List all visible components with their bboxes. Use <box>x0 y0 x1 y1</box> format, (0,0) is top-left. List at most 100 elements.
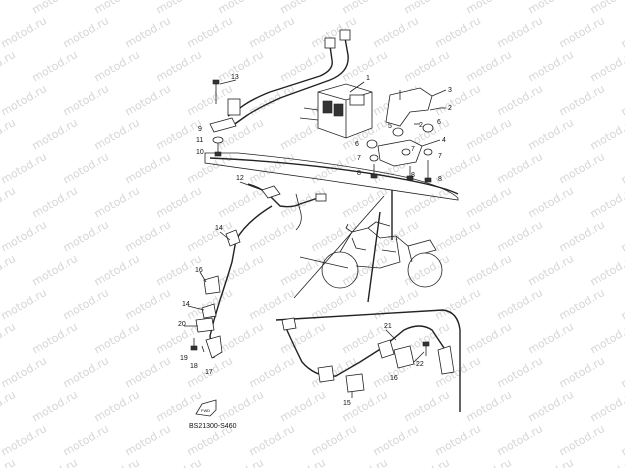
watermark-text: motod.ru <box>0 14 49 50</box>
watermark-text: motod.ru <box>216 388 266 424</box>
cable-guide-16-rear <box>393 345 415 369</box>
bolt-19-head <box>190 345 198 351</box>
callout-8-left: 8 <box>357 170 361 177</box>
watermark-text: motod.ru <box>278 388 328 424</box>
sensor-clip-12 <box>261 185 281 199</box>
callout-8-mid: 8 <box>411 172 415 179</box>
unit-mounting-bracket <box>385 87 433 127</box>
watermark-text: motod.ru <box>123 286 173 322</box>
callout-22: 22 <box>416 361 424 368</box>
watermark-text: motod.ru <box>0 388 18 424</box>
callout-21: 21 <box>384 323 392 330</box>
watermark-text: motod.ru <box>154 48 204 84</box>
bolt-8-left <box>370 173 378 179</box>
watermark-text: motod.ru <box>464 48 514 84</box>
brake-pipe-upper <box>227 45 333 117</box>
watermark-text: motod.ru <box>247 14 297 50</box>
watermark-text: motod.ru <box>402 0 452 17</box>
watermark-text: motod.ru <box>619 286 625 322</box>
watermark-text: motod.ru <box>619 82 625 118</box>
watermark-text: motod.ru <box>92 252 142 288</box>
left-fastener-group <box>209 79 237 157</box>
watermark-text: motod.ru <box>588 0 625 17</box>
watermark-text: motod.ru <box>154 116 204 152</box>
leader-to-front <box>293 195 385 299</box>
callout-17: 17 <box>205 369 213 376</box>
watermark-text: motod.ru <box>619 150 625 186</box>
watermark-text: motod.ru <box>61 218 111 254</box>
watermark-text: motod.ru <box>526 0 576 17</box>
watermark-text: motod.ru <box>340 0 390 17</box>
washer-11 <box>212 136 224 144</box>
watermark-text: motod.ru <box>92 456 142 468</box>
watermark-text: motod.ru <box>0 354 49 390</box>
collar-7-right <box>423 148 433 156</box>
rear-sensor-assembly <box>275 309 461 412</box>
watermark-text: motod.ru <box>0 456 18 468</box>
callout-5: 5 <box>388 123 392 130</box>
watermark-text: motod.ru <box>0 422 49 458</box>
watermark-text: motod.ru <box>92 184 142 220</box>
section-divider-line <box>209 157 459 195</box>
watermark-text: motod.ru <box>278 0 328 17</box>
fwd-arrow-shape <box>195 399 217 417</box>
watermark-text: motod.ru <box>433 14 483 50</box>
watermark-text: motod.ru <box>495 286 545 322</box>
watermark-text: motod.ru <box>216 252 266 288</box>
watermark-text: motod.ru <box>0 116 18 152</box>
watermark-text: motod.ru <box>464 456 514 468</box>
rear-sensor-body <box>437 345 455 375</box>
watermark-text: motod.ru <box>0 184 18 220</box>
watermark-text: motod.ru <box>588 320 625 356</box>
watermark-text: motod.ru <box>278 456 328 468</box>
screw-2-upper <box>429 107 441 111</box>
watermark-text: motod.ru <box>61 354 111 390</box>
watermark-text: motod.ru <box>402 456 452 468</box>
watermark-text: motod.ru <box>30 48 80 84</box>
watermark-text: motod.ru <box>526 116 576 152</box>
watermark-text: motod.ru <box>154 184 204 220</box>
watermark-text: motod.ru <box>123 422 173 458</box>
collar-7-mid <box>401 148 411 156</box>
bracket-9 <box>209 117 237 133</box>
callout-18: 18 <box>190 363 198 370</box>
watermark-text: motod.ru <box>464 252 514 288</box>
damper-group <box>366 90 441 183</box>
watermark-text: motod.ru <box>185 150 235 186</box>
callout-3: 3 <box>448 87 452 94</box>
callout-4: 4 <box>442 137 446 144</box>
watermark-text: motod.ru <box>247 286 297 322</box>
callout-2-lower: 2 <box>419 122 423 129</box>
cable-clamp-14-upper <box>225 229 241 247</box>
callout-8-right: 8 <box>438 176 442 183</box>
watermark-text: motod.ru <box>61 422 111 458</box>
callout-13: 13 <box>231 74 239 81</box>
watermark-text: motod.ru <box>309 422 359 458</box>
damper-6-left <box>366 139 378 149</box>
watermark-text: motod.ru <box>0 218 49 254</box>
watermark-text: motod.ru <box>588 252 625 288</box>
watermark-text: motod.ru <box>619 422 625 458</box>
watermark-text: motod.ru <box>185 14 235 50</box>
callout-16-front: 16 <box>195 267 203 274</box>
watermark-text: motod.ru <box>30 116 80 152</box>
watermark-text: motod.ru <box>30 388 80 424</box>
bolt-13-head <box>212 79 220 85</box>
watermark-text: motod.ru <box>340 252 390 288</box>
watermark-text: motod.ru <box>0 320 18 356</box>
watermark-text: motod.ru <box>154 388 204 424</box>
watermark-text: motod.ru <box>92 320 142 356</box>
watermark-text: motod.ru <box>185 82 235 118</box>
watermark-text: motod.ru <box>526 184 576 220</box>
watermark-text: motod.ru <box>433 286 483 322</box>
watermark-text: motod.ru <box>371 286 421 322</box>
watermark-text: motod.ru <box>216 456 266 468</box>
front-sensor-17 <box>205 335 223 359</box>
clip-20 <box>195 317 215 333</box>
front-sensor-cable <box>209 205 273 359</box>
watermark-text: motod.ru <box>61 82 111 118</box>
watermark-text: motod.ru <box>402 388 452 424</box>
callout-14-lower: 14 <box>182 301 190 308</box>
